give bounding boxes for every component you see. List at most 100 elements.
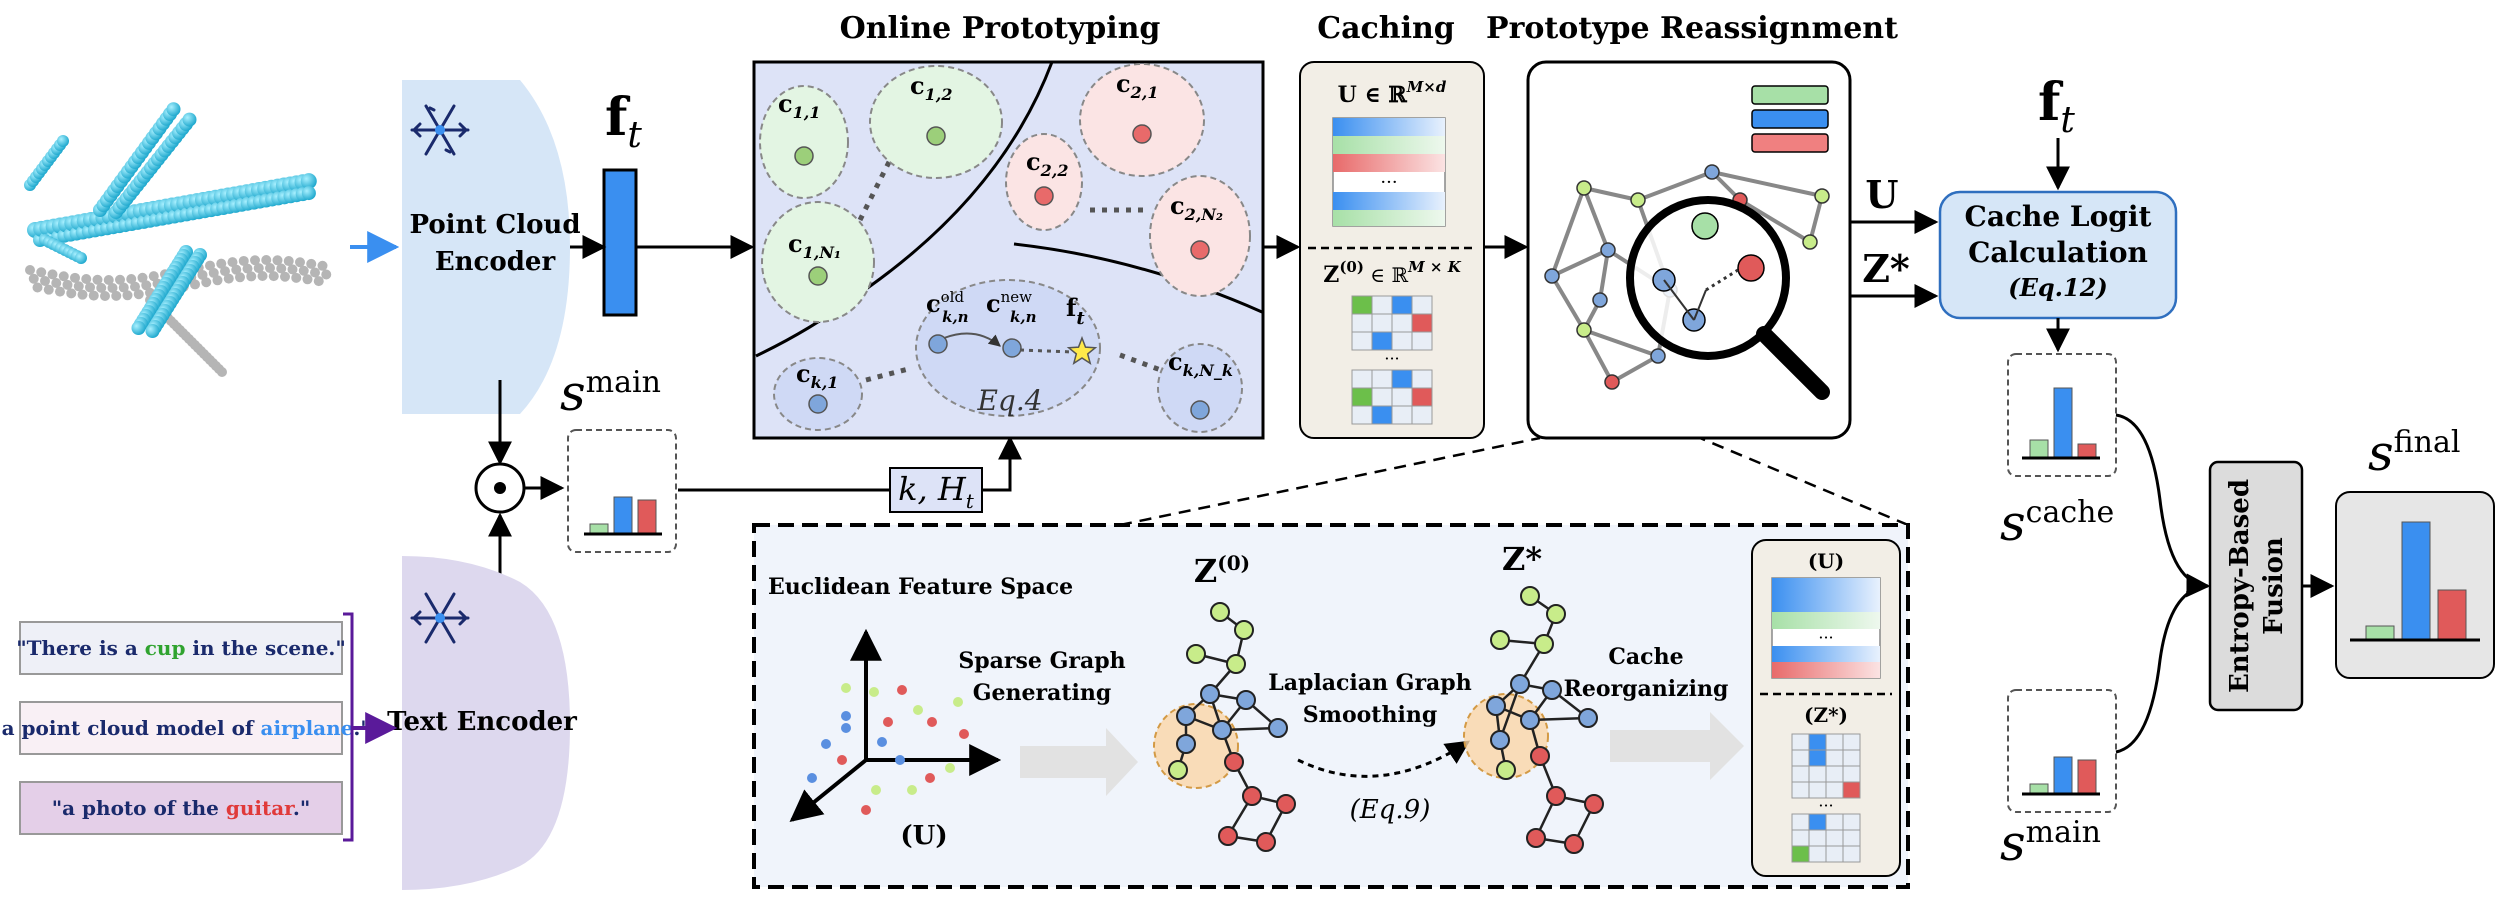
graph-node (1542, 680, 1562, 700)
graph-edge (1583, 328, 1659, 358)
graph-node (1546, 604, 1566, 624)
snowflake-icon (410, 592, 470, 644)
shadow-point (73, 281, 84, 292)
shadow-point (298, 265, 309, 276)
shadow-point (265, 263, 275, 274)
entropy-based-fusion-block: Entropy-Based Fusion (2208, 460, 2304, 712)
matrix-cell (1808, 733, 1827, 751)
matrix-cell (1842, 765, 1861, 783)
shadow-point (40, 275, 50, 286)
U-label: U (1865, 172, 1898, 217)
svg-text:(U): (U) (1808, 549, 1844, 573)
prototype-label-c21: c2,1 (1116, 69, 1158, 102)
prototype-reassignment-title: Prototype Reassignment (1486, 11, 1898, 46)
s-cache-bar-chart (2007, 353, 2117, 477)
shadow-point (36, 267, 47, 278)
shadow-point (253, 263, 264, 274)
feature-point (837, 755, 847, 765)
feature-point (807, 773, 817, 783)
graph-node (1176, 734, 1196, 754)
prototype-cluster-c1N1 (761, 201, 875, 323)
matrix-cell (1391, 405, 1413, 425)
graph-node (1650, 348, 1666, 364)
graph-node (1218, 826, 1238, 846)
ft-label: ft (605, 87, 642, 156)
graph-edge (1550, 274, 1586, 332)
magnifier-icon (1626, 196, 1830, 400)
fuselage-point (300, 173, 317, 190)
shadow-point (47, 269, 58, 280)
prototype-update-arrow (943, 332, 1001, 347)
shadow-point (257, 271, 268, 282)
prototype-label-c1N1: c1,N₁ (788, 229, 841, 262)
matrix-cell (1825, 813, 1844, 831)
shadow-point (190, 279, 200, 290)
graph-edge (1611, 354, 1659, 384)
prompt-box (19, 781, 343, 835)
feature-point (913, 705, 923, 715)
feature-point (869, 687, 879, 697)
prototype-cluster-c12 (869, 65, 1003, 179)
matrix-cell (1411, 313, 1433, 333)
shadow-point (313, 276, 324, 287)
graph-edge (1637, 170, 1713, 202)
matrix-cell (1371, 313, 1393, 333)
prompt-text: "a photo of the guitar." (52, 796, 311, 820)
U-dimension-label: U ∈ ℝM×d (1338, 78, 1447, 108)
matrix-cell (1808, 765, 1827, 783)
matrix-cell (1825, 733, 1844, 751)
matrix-cell (1411, 369, 1433, 389)
matrix-cell (1842, 813, 1861, 831)
highlight-region (1153, 703, 1239, 789)
graph-node (1490, 630, 1510, 650)
prototype-point-c1N1 (808, 266, 828, 286)
shadow-point (287, 264, 298, 275)
shadow-point (306, 258, 317, 269)
matrix-cell (1842, 733, 1861, 751)
feature-point (925, 773, 935, 783)
graph-node (1510, 674, 1530, 694)
graph-node (1584, 794, 1604, 814)
matrix-cell (1842, 749, 1861, 767)
feature-point (945, 763, 955, 773)
shadow-point (43, 284, 54, 295)
matrix-cell (1791, 813, 1810, 831)
sparse-graph-Z0 (1153, 602, 1296, 852)
eq9-label: (Eq.9) (1350, 795, 1431, 825)
prototype-point-old (928, 334, 948, 354)
prototype-label-c22: c2,2 (1026, 147, 1068, 180)
graph-node (1592, 292, 1608, 308)
feature-space-label: Euclidean Feature Space (768, 574, 1073, 600)
shadow-point (212, 275, 223, 286)
feature-point (907, 785, 917, 795)
graph-node (1604, 374, 1620, 390)
shadow-point (25, 265, 35, 275)
matrix-cell (1391, 387, 1413, 407)
svg-text:Calculation: Calculation (1968, 236, 2148, 269)
graph-node (1186, 644, 1206, 664)
graph-node (1236, 690, 1256, 710)
matrix-cell (1411, 387, 1433, 407)
wing-point (166, 102, 181, 117)
graph-node (1578, 708, 1598, 728)
shadow-point (58, 271, 69, 282)
prototype-reassignment-panel (1526, 60, 1852, 440)
graph-node (1576, 180, 1592, 196)
matrix-cell (1791, 733, 1810, 751)
prototype-label-ckNk: ck,N_k (1168, 347, 1233, 380)
svg-text:Reorganizing: Reorganizing (1564, 676, 1729, 702)
Z-star-label: Z* (1862, 246, 1910, 291)
graph-edge (1738, 198, 1812, 244)
shadow-point (107, 282, 118, 293)
matrix-cell (1351, 405, 1373, 425)
matrix-cell (1371, 295, 1393, 315)
matrix-cell (1411, 405, 1433, 425)
shadow-point (70, 272, 80, 283)
matrix-cell (1411, 295, 1433, 315)
graph-node (1544, 268, 1560, 284)
graph-node (1168, 760, 1188, 780)
point-cloud-encoder: Point Cloud Encoder (402, 80, 581, 414)
graph-edge (1583, 186, 1639, 202)
